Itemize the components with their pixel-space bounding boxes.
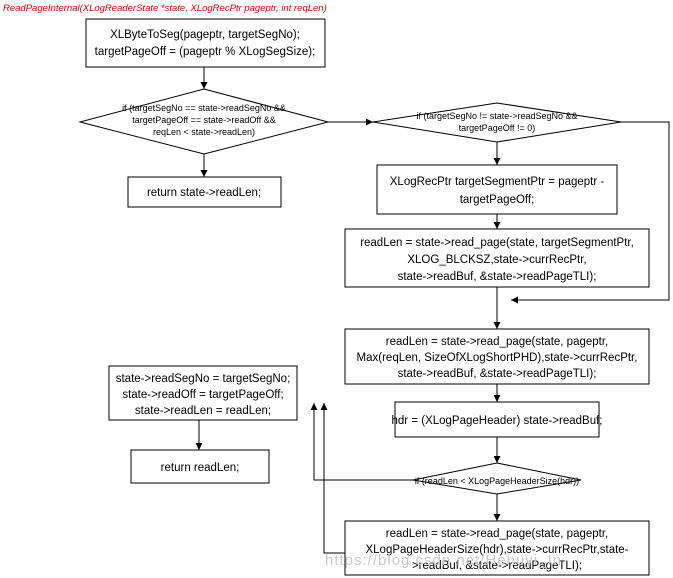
svg-text:XLogRecPtr targetSegmentPtr =: XLogRecPtr targetSegmentPtr = pageptr - bbox=[390, 176, 605, 188]
svg-text:state->readOff = targetPageOff: state->readOff = targetPageOff; bbox=[122, 389, 283, 401]
svg-text:>readBuf, &state->readPageTLI): >readBuf, &state->readPageTLI); bbox=[412, 560, 582, 572]
node-read-seg-start: readLen = state->read_page(state, target… bbox=[344, 228, 650, 288]
decision-cond-header-size: if (readLen < XLogPageHeaderSize(hdr)) bbox=[412, 462, 582, 495]
svg-text:XLOG_BLCKSZ,state->currRecPtr,: XLOG_BLCKSZ,state->currRecPtr, bbox=[407, 254, 586, 266]
svg-text:hdr = (XLogPageHeader) state->: hdr = (XLogPageHeader) state->readBuf; bbox=[392, 415, 603, 427]
edge-cond-other-no-bypass bbox=[511, 121, 670, 304]
svg-text:return readLen;: return readLen; bbox=[161, 462, 240, 474]
svg-text:readLen = state->read_page(sta: readLen = state->read_page(state, pagept… bbox=[386, 336, 609, 348]
node-target-seg-ptr: XLogRecPtr targetSegmentPtr = pageptr - … bbox=[376, 164, 618, 215]
node-update-state: state->readSegNo = targetSegNo; state->r… bbox=[108, 365, 298, 421]
decision-cond-cached: if (targetSegNo == state->readSegNo && t… bbox=[78, 88, 330, 155]
decision-cond-other-seg: if (targetSegNo != state->readSegNo && t… bbox=[372, 102, 622, 143]
node-seg-calc: XLByteToSeg(pageptr, targetSegNo); targe… bbox=[85, 18, 326, 68]
edges bbox=[195, 67, 670, 554]
node-hdr-assign: hdr = (XLogPageHeader) state->readBuf; bbox=[392, 401, 603, 438]
node-return-readlen: return readLen; bbox=[130, 449, 270, 484]
svg-text:if (readLen < XLogPageHeaderSi: if (readLen < XLogPageHeaderSize(hdr)) bbox=[415, 476, 579, 486]
function-signature-title: ReadPageInternal(XLogReaderState *state,… bbox=[3, 3, 327, 14]
node-read-requested: readLen = state->read_page(state, pagept… bbox=[344, 328, 650, 385]
svg-text:targetPageOff;: targetPageOff; bbox=[460, 194, 535, 206]
node-return-state-readlen: return state->readLen; bbox=[127, 176, 282, 208]
svg-text:targetPageOff = (pageptr % XLo: targetPageOff = (pageptr % XLogSegSize); bbox=[95, 46, 316, 58]
svg-text:state->readBuf, &state->readPa: state->readBuf, &state->readPageTLI); bbox=[398, 271, 597, 283]
edge-cond-header-no-update bbox=[310, 403, 413, 481]
svg-text:XLByteToSeg(pageptr, targetSeg: XLByteToSeg(pageptr, targetSegNo); bbox=[110, 29, 300, 41]
svg-text:targetPageOff != 0): targetPageOff != 0) bbox=[459, 123, 536, 133]
node-read-full-header: readLen = state->read_page(state, pagept… bbox=[344, 520, 650, 576]
svg-text:targetPageOff == state->readOf: targetPageOff == state->readOff && bbox=[132, 115, 276, 125]
svg-text:reqLen < state->readLen): reqLen < state->readLen) bbox=[153, 127, 255, 137]
edge-read-full-to-update bbox=[320, 403, 345, 554]
svg-text:readLen = state->read_page(sta: readLen = state->read_page(state, target… bbox=[360, 237, 634, 249]
svg-text:if (targetSegNo == state->read: if (targetSegNo == state->readSegNo && bbox=[122, 103, 286, 113]
svg-text:state->readLen = readLen;: state->readLen = readLen; bbox=[135, 405, 271, 417]
svg-text:Max(reqLen, SizeOfXLogShortPHD: Max(reqLen, SizeOfXLogShortPHD),state->c… bbox=[357, 352, 638, 364]
svg-text:return state->readLen;: return state->readLen; bbox=[147, 187, 261, 199]
svg-text:if (targetSegNo != state->read: if (targetSegNo != state->readSegNo && bbox=[416, 111, 577, 121]
svg-text:XLogPageHeaderSize(hdr),state-: XLogPageHeaderSize(hdr),state->currRecPt… bbox=[365, 544, 628, 556]
watermark-text: https://blog.csdn.net/Hehuyi_In bbox=[325, 552, 562, 569]
svg-text:readLen = state->read_page(sta: readLen = state->read_page(state, pagept… bbox=[386, 528, 609, 540]
svg-text:state->readBuf, &state->readPa: state->readBuf, &state->readPageTLI); bbox=[398, 368, 597, 380]
svg-text:state->readSegNo = targetSegNo: state->readSegNo = targetSegNo; bbox=[116, 373, 291, 385]
